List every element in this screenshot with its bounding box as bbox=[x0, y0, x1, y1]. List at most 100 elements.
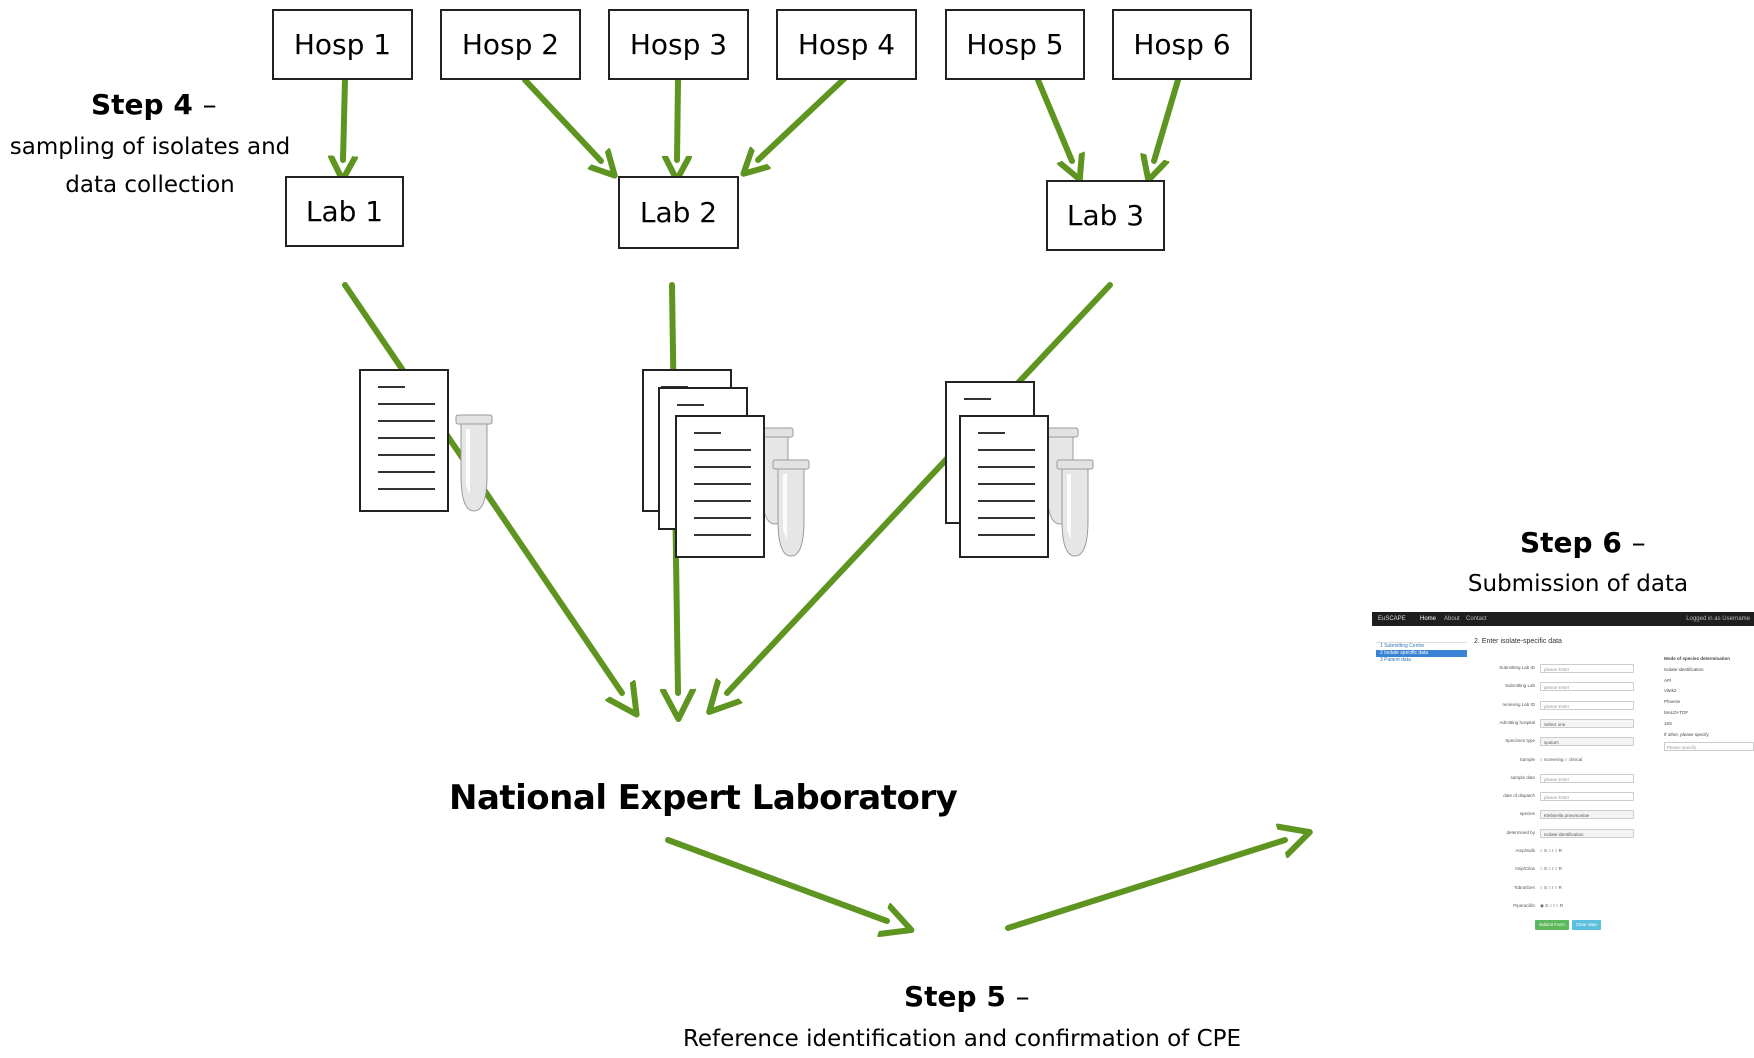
step6-dash: – bbox=[1631, 526, 1646, 559]
step5-dash: – bbox=[1015, 980, 1030, 1013]
screenshot-form-row: Imip/Cilas ○ S ○ I ○ R bbox=[1474, 865, 1644, 876]
lab-box-1: Lab 1 bbox=[285, 176, 404, 247]
lab-box-3: Lab 3 bbox=[1046, 180, 1165, 251]
step6-title-text: Step 6 bbox=[1520, 526, 1622, 559]
screenshot-field-radio: ◉ S ○ I ○ R bbox=[1540, 902, 1564, 908]
screenshot-submit-button: Submit Form bbox=[1535, 920, 1569, 930]
screenshot-form-row: receiving Lab ID please Enter bbox=[1474, 700, 1644, 712]
screenshot-field-radio: ○ S ○ I ○ R bbox=[1540, 848, 1562, 853]
step4-title-text: Step 4 bbox=[91, 88, 193, 121]
step4-description: sampling of isolates and data collection bbox=[6, 128, 294, 204]
screenshot-field-radio: ○ S ○ I ○ R bbox=[1540, 866, 1562, 872]
arrow-hosp3-lab2 bbox=[677, 77, 678, 160]
screenshot-form-heading: 2. Enter isolate-specific data bbox=[1474, 638, 1562, 645]
arrow-hosp4-lab2 bbox=[758, 75, 848, 160]
screenshot-field-input: please Enter bbox=[1540, 664, 1634, 673]
screenshot-right-column: Mode of species determination Isolate id… bbox=[1664, 656, 1754, 752]
step4-desc-line-2: data collection bbox=[65, 172, 235, 198]
screenshot-sidebar-item: 1 Submitting Centre bbox=[1376, 642, 1467, 650]
screenshot-form-row: Piperacillin ◉ S ○ I ○ R bbox=[1474, 902, 1644, 913]
screenshot-field-label: Amp/Sulb bbox=[1515, 848, 1535, 853]
screenshot-field-radio: ○ S ○ I ○ R bbox=[1540, 884, 1562, 890]
screenshot-field-label: Submitting Lab bbox=[1504, 683, 1535, 689]
arrow-hosp5-lab3 bbox=[1035, 77, 1072, 161]
screenshot-sidebar: 1 Submitting Centre 2 Isolate specific d… bbox=[1376, 642, 1467, 664]
screenshot-form-row: Sample ○ screening ○ clinical bbox=[1474, 756, 1644, 767]
screenshot-right-item: Isolate identification bbox=[1664, 666, 1704, 672]
document-group-lab2 bbox=[642, 369, 810, 558]
screenshot-right-item: Vitek2 bbox=[1664, 688, 1677, 694]
screenshot-right-item: If other, please specify bbox=[1664, 731, 1709, 737]
arrow-lab3-national bbox=[727, 282, 1113, 693]
submission-form-screenshot: EuSCAPE Home About Contact Logged in as … bbox=[1372, 612, 1754, 942]
screenshot-form-row: Submitting Lab please Enter bbox=[1474, 682, 1644, 693]
test-tube-icon bbox=[1056, 459, 1094, 557]
arrow-step5-step6 bbox=[1005, 840, 1285, 931]
screenshot-form-row: determined by Isolate identification bbox=[1474, 828, 1644, 840]
screenshot-field-input: please Enter bbox=[1540, 682, 1634, 692]
arrow-hosp1-lab1 bbox=[343, 77, 345, 160]
step5-description: Reference identification and confirmatio… bbox=[682, 1026, 1242, 1052]
document-icon bbox=[359, 369, 449, 512]
screenshot-sidebar-item: 3 Patient data bbox=[1380, 657, 1411, 663]
hospital-box-1: Hosp 1 bbox=[272, 9, 413, 80]
test-tube-icon bbox=[772, 459, 810, 557]
screenshot-field-select: sputum bbox=[1540, 737, 1634, 747]
screenshot-field-label: determined by bbox=[1506, 829, 1535, 835]
step6-description: Submission of data bbox=[1467, 571, 1689, 597]
hospital-box-4: Hosp 4 bbox=[776, 9, 917, 80]
screenshot-navbar: EuSCAPE Home About Contact Logged in as … bbox=[1372, 612, 1754, 626]
screenshot-field-select: Isolate identification bbox=[1540, 828, 1634, 838]
screenshot-form-row: Submitting Lab ID please Enter bbox=[1474, 664, 1644, 675]
screenshot-clear-button: Clear data bbox=[1572, 920, 1601, 930]
step5-title: Step 5 – bbox=[904, 980, 1030, 1013]
document-group-lab1 bbox=[359, 369, 493, 512]
screenshot-form-row: date of dispatch please Enter bbox=[1474, 792, 1644, 803]
screenshot-field-label: Specimen type bbox=[1505, 738, 1535, 744]
screenshot-login: Logged in as Username bbox=[1686, 616, 1750, 622]
hospital-lab-arrows bbox=[343, 75, 1181, 161]
screenshot-right-item: API bbox=[1664, 677, 1672, 683]
step4-dash: – bbox=[202, 88, 217, 121]
screenshot-field-label: receiving Lab ID bbox=[1502, 701, 1535, 707]
national-lab-title: National Expert Laboratory bbox=[449, 778, 958, 818]
screenshot-right-input: Please specify bbox=[1664, 742, 1754, 752]
screenshot-field-label: Sample bbox=[1519, 756, 1535, 762]
submission-arrows bbox=[665, 837, 1285, 931]
screenshot-form-row: Amp/Sulb ○ S ○ I ○ R bbox=[1474, 847, 1644, 858]
screenshot-brand: EuSCAPE bbox=[1378, 616, 1406, 622]
step6-title: Step 6 – bbox=[1520, 526, 1646, 559]
screenshot-form-row: Specimen type sputum bbox=[1474, 737, 1644, 748]
document-icon bbox=[675, 415, 765, 558]
hospital-box-3: Hosp 3 bbox=[608, 9, 749, 80]
screenshot-field-label: Imip/Cilas bbox=[1515, 866, 1535, 872]
hospital-box-6: Hosp 6 bbox=[1112, 9, 1252, 80]
screenshot-field-select: Select one bbox=[1540, 718, 1634, 728]
screenshot-field-label: Piperacillin bbox=[1513, 902, 1535, 908]
screenshot-field-input: please Enter bbox=[1540, 792, 1634, 802]
screenshot-form-row: Tobra/Gen○ S ○ I ○ R bbox=[1474, 884, 1644, 895]
screenshot-right-item: MALDI-TOF bbox=[1664, 709, 1689, 715]
screenshot-right-item: 16S bbox=[1664, 720, 1673, 726]
screenshot-field-label: species bbox=[1519, 811, 1535, 817]
screenshot-nav-about: About bbox=[1444, 616, 1460, 622]
test-tube-icon bbox=[455, 414, 493, 512]
arrow-hosp6-lab3 bbox=[1154, 77, 1181, 161]
hospital-box-5: Hosp 5 bbox=[945, 9, 1085, 80]
arrow-national-step5 bbox=[665, 837, 887, 921]
screenshot-nav-contact: Contact bbox=[1466, 616, 1487, 622]
screenshot-field-label: sample date bbox=[1510, 774, 1535, 780]
step4-desc-line-1: sampling of isolates and bbox=[9, 134, 291, 160]
screenshot-field-radio: ○ screening ○ clinical bbox=[1540, 756, 1583, 762]
lab-box-2: Lab 2 bbox=[618, 176, 739, 249]
screenshot-field-label: Submitting Lab ID bbox=[1499, 665, 1535, 670]
screenshot-right-title: Mode of species determination bbox=[1664, 656, 1731, 661]
document-icon bbox=[959, 415, 1049, 558]
screenshot-field-label: date of dispatch bbox=[1503, 793, 1535, 799]
screenshot-right-item: Phoenix bbox=[1664, 699, 1681, 705]
screenshot-field-input: please Enter bbox=[1540, 700, 1634, 710]
hospital-box-2: Hosp 2 bbox=[440, 9, 581, 80]
